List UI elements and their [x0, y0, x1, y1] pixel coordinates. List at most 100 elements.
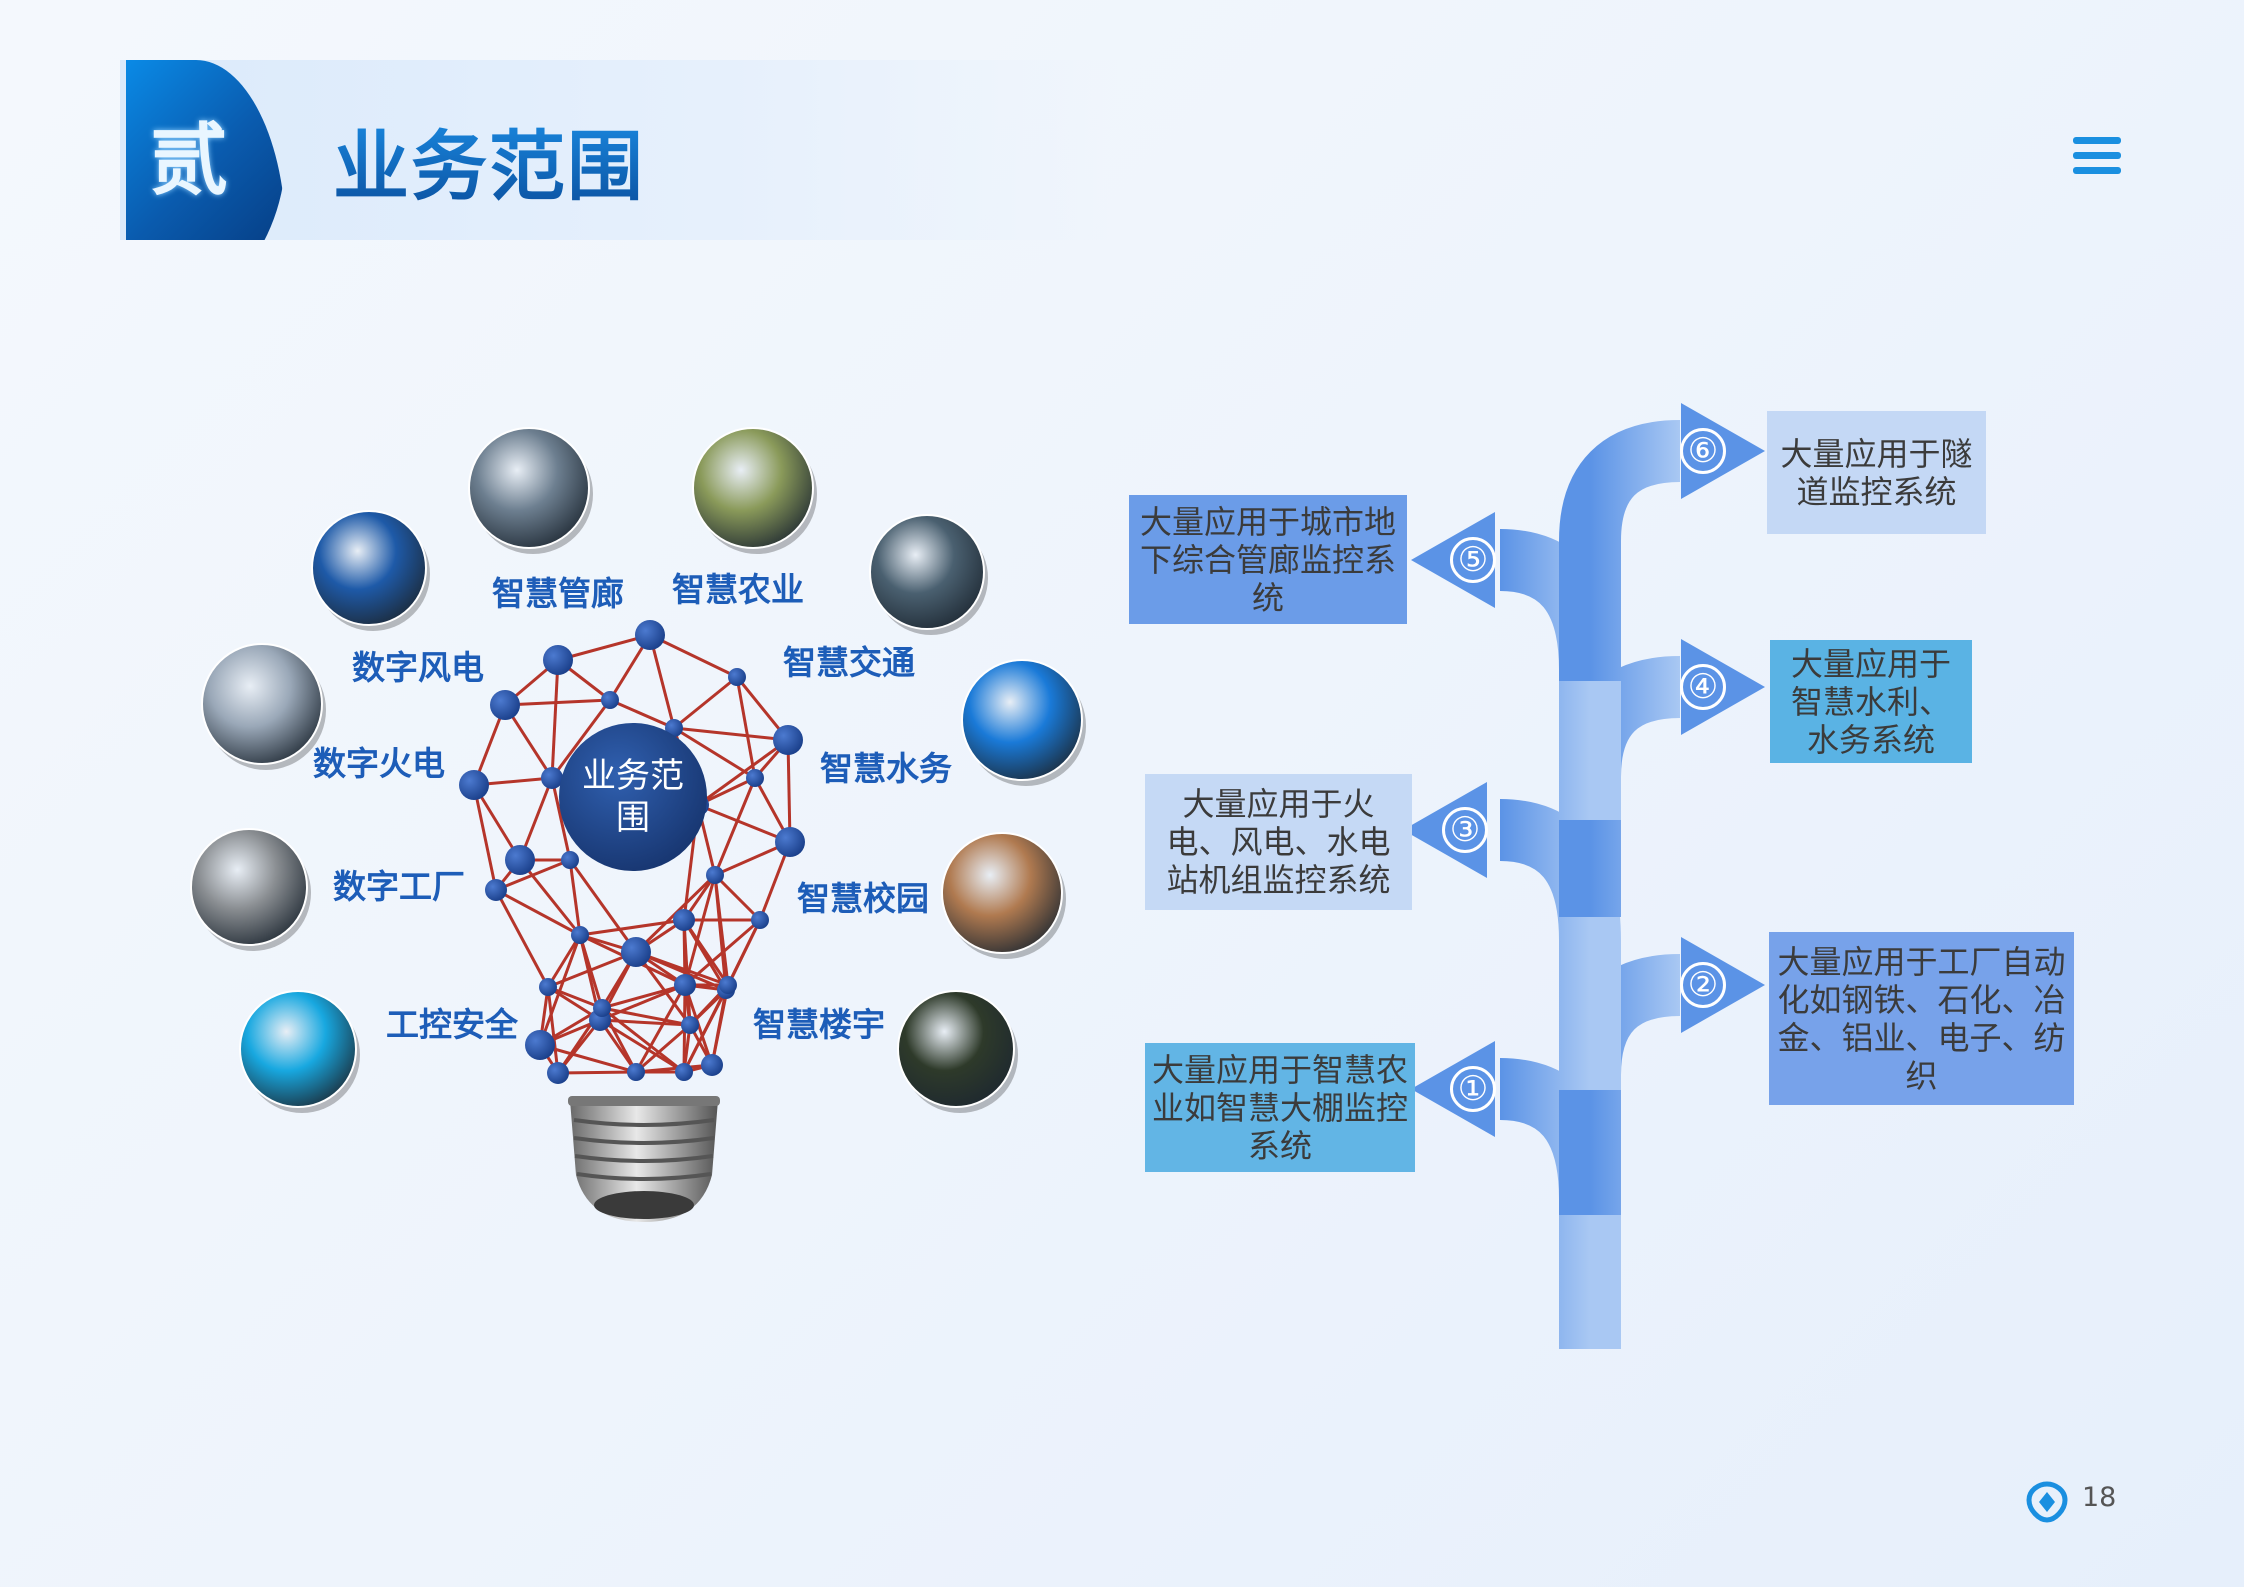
network-node	[543, 645, 573, 675]
network-link	[713, 873, 762, 922]
network-node	[485, 879, 507, 901]
network-link	[682, 919, 730, 986]
network-link	[635, 950, 729, 987]
step-number: ②	[1680, 962, 1726, 1008]
network-link	[735, 676, 757, 779]
step-number: ③	[1442, 807, 1488, 853]
network-link	[547, 950, 637, 989]
network-node	[525, 1030, 555, 1060]
network-node	[665, 719, 683, 737]
network-node	[751, 911, 769, 929]
network-link	[673, 726, 756, 780]
application-box: 大量应用于工厂自动化如钢铁、石化、冶金、铝业、电子、纺织	[1769, 932, 2074, 1105]
network-link	[682, 984, 730, 1073]
network-link	[557, 633, 651, 662]
application-box: 大量应用于隧道监控系统	[1767, 411, 1986, 534]
topic-label: 智慧楼宇	[753, 1005, 885, 1044]
logo-icon	[2026, 1481, 2068, 1523]
network-node	[681, 1016, 699, 1034]
application-box: 大量应用于城市地下综合管廊监控系统	[1129, 495, 1407, 624]
center-circle	[559, 723, 707, 871]
network-link	[550, 699, 612, 779]
application-box: 大量应用于智慧水利、水务系统	[1770, 640, 1972, 763]
network-link	[599, 1018, 691, 1027]
network-link	[786, 739, 792, 843]
network-link	[601, 1006, 691, 1027]
network-node	[593, 999, 611, 1017]
network-link	[635, 1063, 713, 1074]
network-node	[505, 845, 535, 875]
bulb-base	[568, 1096, 720, 1222]
topic-label: 智慧农业	[672, 570, 804, 609]
bulb-network	[459, 620, 805, 1084]
network-link	[609, 698, 675, 730]
network-link	[649, 633, 738, 679]
network-link	[546, 934, 582, 988]
topic-image	[869, 514, 988, 635]
topic-image	[897, 990, 1018, 1113]
network-link	[538, 934, 582, 1046]
topic-label: 智慧校园	[797, 879, 929, 918]
network-node	[459, 770, 489, 800]
network-node	[674, 974, 696, 996]
topic-label: 数字工厂	[333, 867, 465, 906]
network-node	[541, 767, 563, 789]
network-node	[673, 909, 695, 931]
network-link	[697, 803, 791, 844]
network-link	[648, 634, 676, 729]
page-title: 业务范围	[333, 105, 645, 215]
menu-icon[interactable]	[2073, 137, 2121, 177]
network-node	[539, 978, 557, 996]
network-link	[557, 1070, 637, 1075]
page-number: 18	[2082, 1482, 2117, 1513]
network-link	[673, 726, 789, 742]
network-link	[550, 659, 560, 779]
network-node	[601, 691, 619, 709]
network-link	[634, 951, 692, 1026]
network-node	[701, 1054, 723, 1076]
topic-label: 工控安全	[386, 1005, 518, 1044]
topic-label: 智慧管廊	[492, 574, 624, 613]
network-link	[546, 986, 560, 1074]
branch-tree	[1403, 403, 1765, 1349]
topic-label: 智慧水务	[820, 749, 952, 788]
branch-arm	[1559, 420, 1682, 681]
network-node	[635, 620, 665, 650]
topic-image	[239, 990, 360, 1113]
network-link	[550, 777, 572, 861]
network-link	[472, 784, 498, 891]
network-link	[599, 983, 686, 1022]
network-link	[697, 738, 789, 807]
network-node	[547, 1062, 569, 1084]
network-link	[495, 888, 581, 937]
step-number: ④	[1680, 664, 1726, 710]
network-link	[568, 859, 638, 953]
network-node	[675, 1063, 693, 1081]
topic-label: 智慧交通	[783, 643, 915, 682]
network-link	[601, 983, 686, 1010]
step-number: ⑥	[1680, 428, 1726, 474]
network-link	[495, 858, 571, 892]
topic-label: 数字风电	[352, 648, 484, 687]
topic-image	[692, 427, 817, 554]
network-link	[579, 918, 685, 937]
step-number: ①	[1450, 1066, 1496, 1112]
center-label: 业务范围	[582, 756, 684, 838]
network-link	[683, 874, 717, 986]
network-link	[547, 985, 603, 1010]
network-node	[561, 851, 579, 869]
network-link	[726, 919, 762, 986]
network-link	[634, 984, 687, 1073]
network-node	[706, 866, 724, 884]
network-link	[504, 698, 611, 707]
topic-image	[941, 832, 1066, 959]
network-link	[713, 874, 730, 986]
application-box: 大量应用于智慧农业如智慧大棚监控系统	[1145, 1043, 1415, 1172]
network-node	[775, 827, 805, 857]
topic-image	[961, 659, 1086, 786]
network-node	[746, 769, 764, 787]
network-node	[621, 937, 651, 967]
network-link	[494, 889, 550, 988]
application-box: 大量应用于火电、风电、水电站机组监控系统	[1145, 774, 1412, 910]
